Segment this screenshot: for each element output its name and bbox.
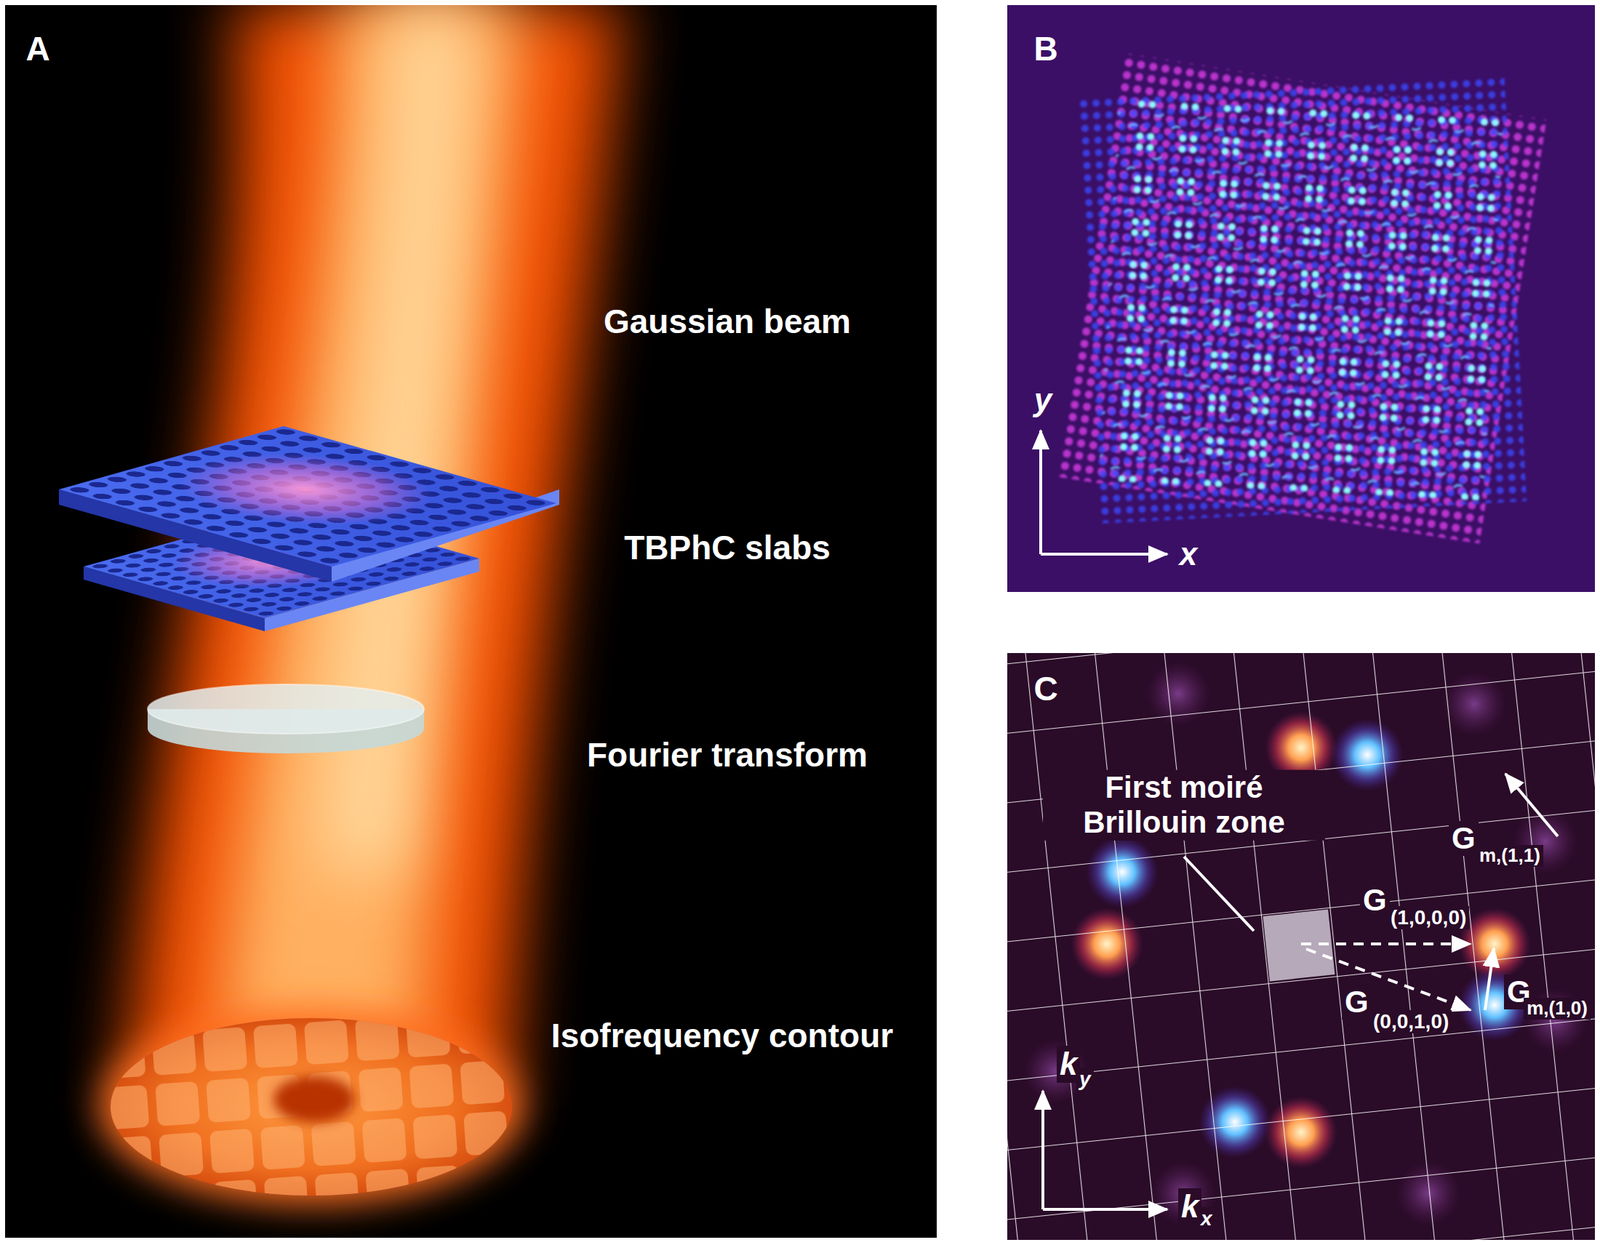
moire-lattice — [1055, 52, 1547, 544]
vector-arrow — [1306, 949, 1471, 1011]
panel-letter: A — [25, 29, 50, 69]
vector-arrow — [1485, 948, 1494, 1011]
axis-arrow — [1039, 430, 1043, 555]
vector-subscript: m,(1,0) — [1523, 997, 1591, 1020]
stage-label: TBPhC slabs — [624, 528, 831, 568]
stage-label: Isofrequency contour — [551, 1016, 894, 1056]
axis-label: y — [1076, 1067, 1094, 1091]
panel-a: A Gaussian beamTBPhC slabsFourier transfo… — [5, 5, 937, 1238]
leader-line — [1184, 856, 1254, 931]
vector-symbol: G — [1360, 882, 1390, 918]
vector-subscript: m,(1,1) — [1476, 845, 1544, 867]
lens — [147, 684, 424, 754]
vector-arrow — [1301, 942, 1471, 946]
axis-label: y — [1031, 381, 1055, 419]
vector-arrow — [1505, 773, 1558, 837]
axis-arrow — [1040, 552, 1168, 556]
stage-label: Fourier transform — [586, 736, 868, 775]
axis-label: x — [1176, 536, 1200, 574]
stage-label: Gaussian beam — [603, 302, 851, 342]
vector-symbol: G — [1448, 821, 1479, 856]
slab — [58, 426, 560, 582]
panel-c: CFirst moiré Brillouin zoneG(1,0,0,0)G(0… — [1007, 653, 1595, 1240]
panel-ground — [1007, 5, 1595, 592]
axis-label: x — [1197, 1207, 1216, 1231]
zone-label: First moiré Brillouin zone — [1042, 770, 1326, 841]
vector-subscript: (1,0,0,0) — [1387, 906, 1470, 930]
panel-ground — [1007, 653, 1595, 1240]
vector-symbol: G — [1341, 984, 1372, 1020]
axis-arrow — [1042, 1208, 1168, 1211]
vector-subscript: (0,0,1,0) — [1370, 1010, 1452, 1034]
panel-letter: C — [1033, 669, 1058, 709]
reciprocal-space — [1007, 653, 1595, 1240]
panel-letter: B — [1033, 29, 1058, 69]
panel-b: By x — [1007, 5, 1595, 592]
axis-arrow — [1041, 1090, 1045, 1210]
